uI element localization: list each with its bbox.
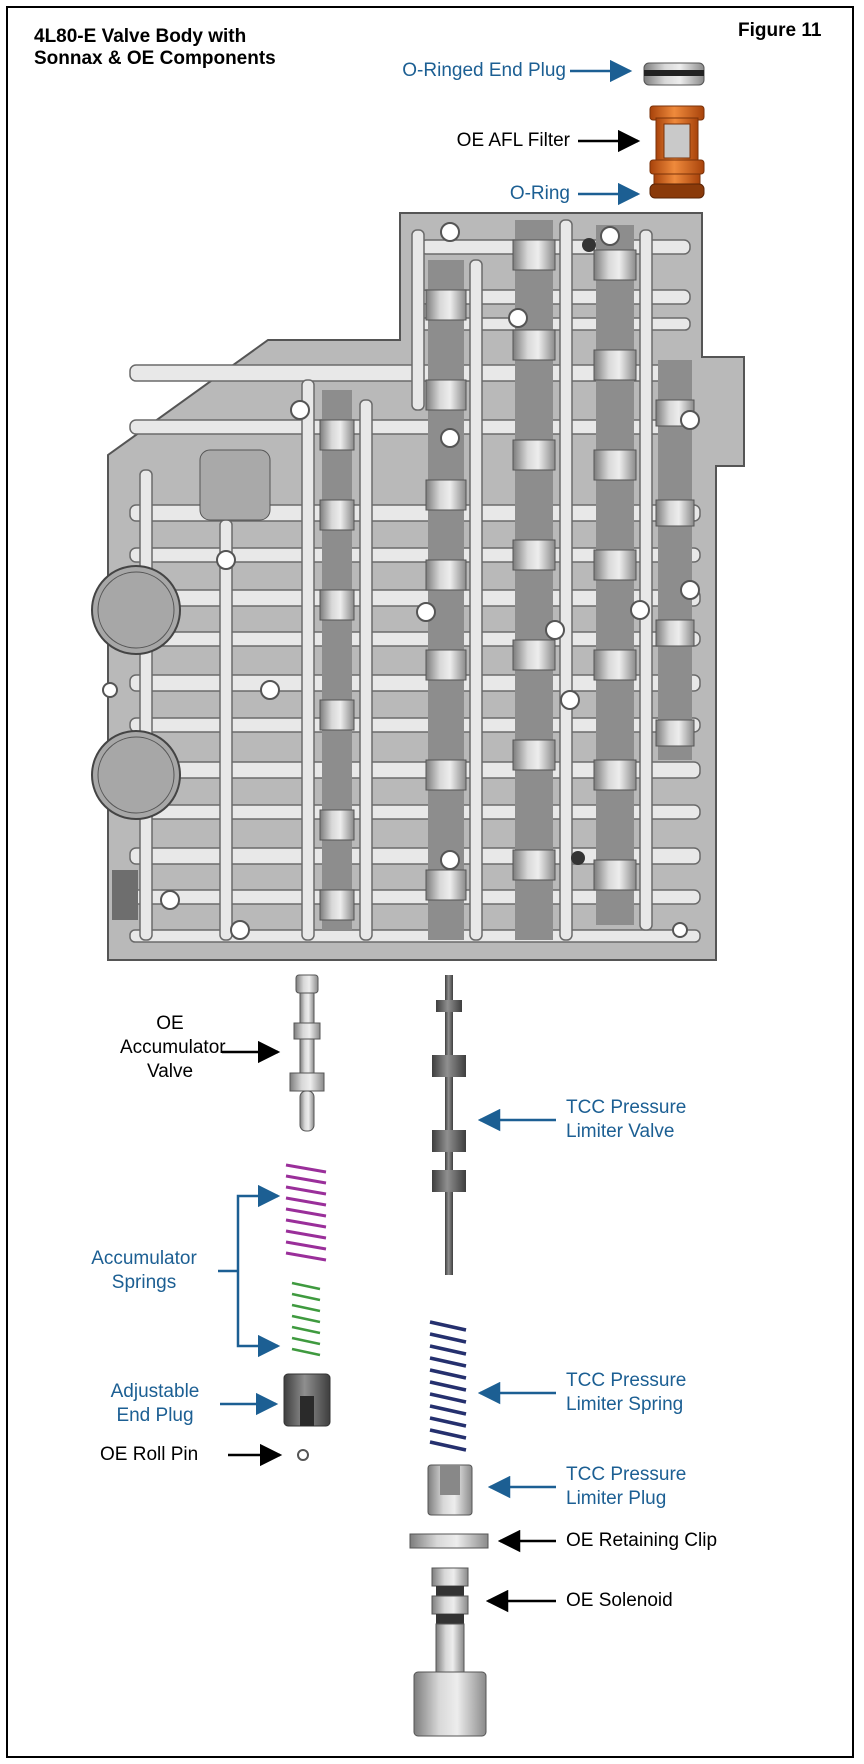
label-oe-roll-pin: OE Roll Pin	[100, 1443, 198, 1467]
figure-title-line1: 4L80-E Valve Body with	[34, 26, 276, 48]
label-oe-accumulator-valve: OE Accumulator Valve	[120, 1012, 220, 1084]
label-adjustable-end-plug: Adjustable End Plug	[100, 1380, 210, 1428]
label-oe-accumulator-valve-l3: Valve	[120, 1060, 220, 1084]
roll-pin-part	[298, 1450, 308, 1460]
tcc-limiter-valve-part	[432, 975, 466, 1275]
label-oe-accumulator-valve-l1: OE	[120, 1012, 220, 1036]
label-adjustable-end-plug-l1: Adjustable	[100, 1380, 210, 1404]
label-tcc-spring-l2: Limiter Spring	[566, 1393, 686, 1417]
figure-number: Figure 11	[738, 20, 821, 42]
figure-title: 4L80-E Valve Body with Sonnax & OE Compo…	[34, 26, 276, 70]
oringed-end-plug-part	[644, 63, 704, 85]
figure-title-line2: Sonnax & OE Components	[34, 48, 276, 70]
label-o-ring: O-Ring	[510, 182, 570, 206]
accumulator-spring-purple	[286, 1165, 326, 1260]
label-oringed-end-plug: O-Ringed End Plug	[402, 59, 566, 83]
solenoid-part	[414, 1568, 486, 1736]
afl-filter-part	[650, 106, 704, 198]
label-oe-afl-filter: OE AFL Filter	[457, 129, 570, 153]
label-tcc-plug: TCC Pressure Limiter Plug	[566, 1463, 686, 1511]
accumulator-valve-part	[290, 975, 324, 1131]
valve-body-casting	[92, 213, 744, 960]
tcc-limiter-plug-part	[428, 1465, 472, 1515]
label-accumulator-springs-l2: Springs	[84, 1271, 204, 1295]
label-tcc-valve: TCC Pressure Limiter Valve	[566, 1096, 686, 1144]
label-adjustable-end-plug-l2: End Plug	[100, 1404, 210, 1428]
label-tcc-spring: TCC Pressure Limiter Spring	[566, 1369, 686, 1417]
label-tcc-valve-l1: TCC Pressure	[566, 1096, 686, 1120]
label-oe-accumulator-valve-l2: Accumulator	[120, 1036, 220, 1060]
label-tcc-spring-l1: TCC Pressure	[566, 1369, 686, 1393]
adjustable-end-plug-part	[284, 1374, 330, 1426]
label-tcc-plug-l1: TCC Pressure	[566, 1463, 686, 1487]
label-oe-solenoid: OE Solenoid	[566, 1589, 673, 1613]
arrow-accumulator-springs	[238, 1196, 278, 1346]
label-accumulator-springs: Accumulator Springs	[84, 1247, 204, 1295]
label-accumulator-springs-l1: Accumulator	[84, 1247, 204, 1271]
label-tcc-plug-l2: Limiter Plug	[566, 1487, 686, 1511]
label-tcc-valve-l2: Limiter Valve	[566, 1120, 686, 1144]
retaining-clip-part	[410, 1534, 488, 1548]
label-oe-retaining-clip: OE Retaining Clip	[566, 1529, 717, 1553]
tcc-limiter-spring	[430, 1322, 466, 1450]
accumulator-spring-green	[292, 1283, 320, 1355]
